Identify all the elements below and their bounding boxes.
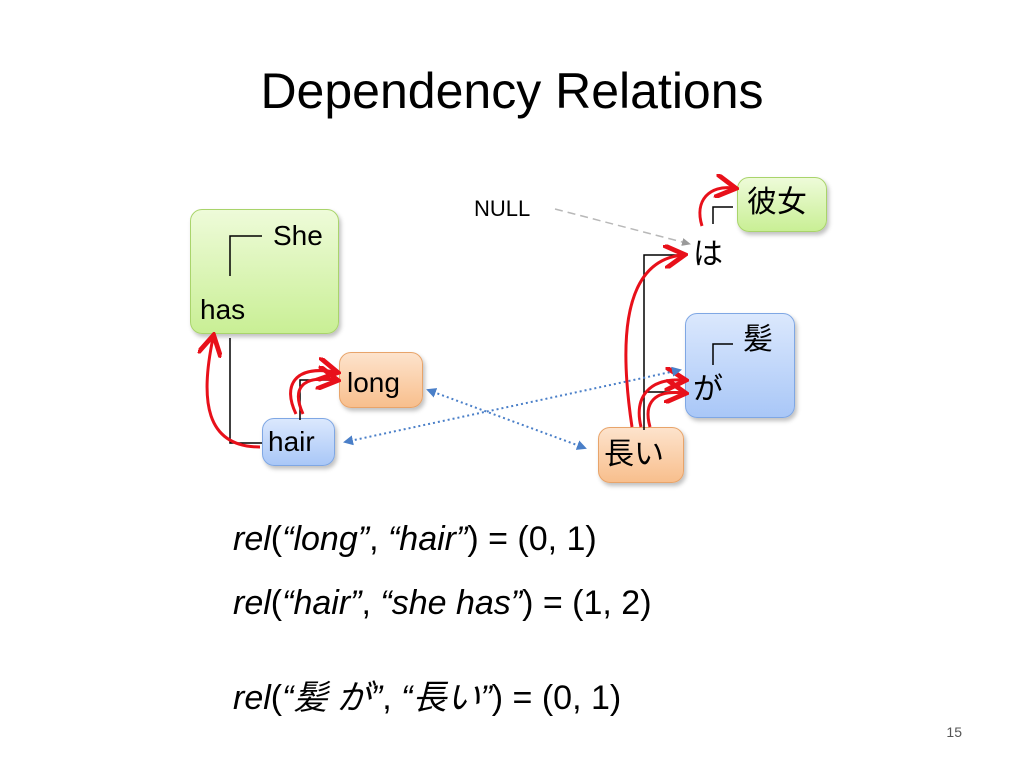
word-has: has — [200, 294, 246, 325]
word-nagai: 長い — [604, 437, 664, 472]
she-has-box — [190, 209, 339, 334]
formula-1: rel(“long”, “hair”) = (0, 1) — [233, 520, 597, 558]
alignment-arrows — [343, 366, 682, 450]
long-nagai-alignment — [426, 388, 587, 450]
kanojo-bracket — [712, 206, 733, 224]
hair-to-long-arrow — [289, 371, 335, 415]
formula-2: rel(“hair”, “she has”) = (1, 2) — [233, 584, 652, 622]
hair-box — [262, 418, 335, 466]
word-ha: は — [693, 237, 723, 272]
word-she: She — [273, 220, 323, 251]
slide-title: Dependency Relations — [260, 63, 764, 119]
hair-long-line — [299, 379, 340, 420]
word-kami: 髪 — [743, 322, 773, 357]
hair-to-has-arrow — [207, 338, 261, 449]
kami-bracket — [712, 343, 733, 365]
word-ga: が — [693, 372, 723, 407]
has-hair-line — [229, 338, 262, 444]
null-label: NULL — [474, 196, 531, 221]
formula-fn: rel — [233, 584, 271, 622]
kami-ga-box — [685, 313, 795, 418]
nagai-to-ha-arrow — [624, 255, 682, 428]
formula-fn: rel — [233, 520, 271, 558]
word-hair: hair — [268, 426, 315, 457]
ha-to-kanojo-arrow — [698, 188, 733, 227]
kanojo-box — [737, 177, 827, 232]
formula-fn: rel — [233, 679, 271, 717]
page-number: 15 — [946, 724, 962, 740]
null-to-ha-line — [554, 208, 691, 246]
word-kanojo: 彼女 — [747, 185, 807, 220]
formula-3: rel(“髪 が”, “長い”) = (0, 1) — [233, 679, 622, 717]
hair-to-long-arrow-2 — [297, 379, 335, 415]
word-long: long — [347, 367, 400, 398]
nagai-to-ga-arrow-2 — [646, 393, 683, 428]
she-bracket — [229, 235, 262, 276]
nagai-to-ga-arrow — [637, 380, 683, 428]
english-tree-lines — [229, 235, 340, 444]
